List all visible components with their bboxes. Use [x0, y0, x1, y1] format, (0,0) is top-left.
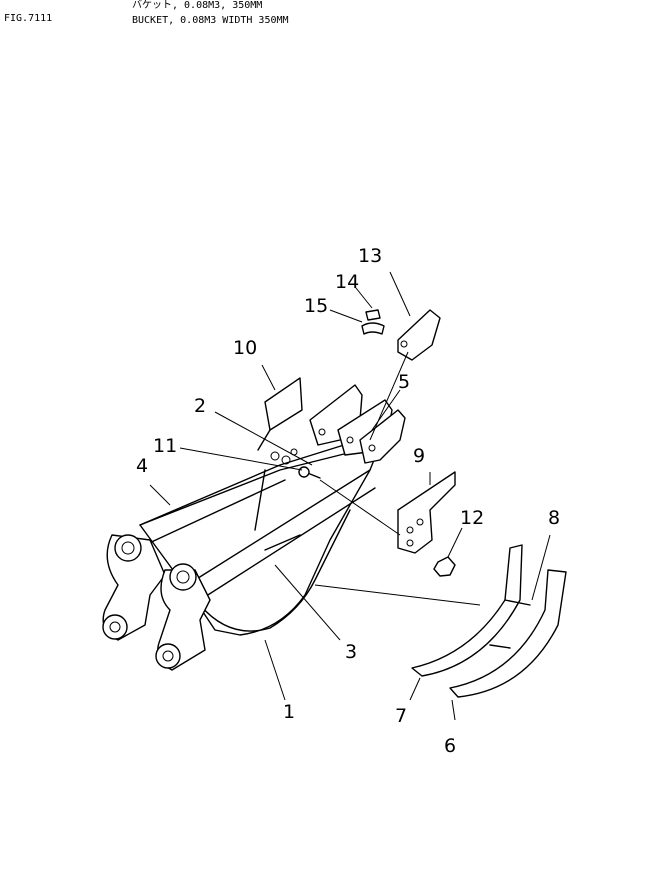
callout-4: 4	[136, 455, 148, 477]
callout-10: 10	[233, 337, 257, 359]
bolt	[270, 448, 321, 479]
wear-plates	[411, 544, 567, 698]
side-cutter	[397, 471, 456, 554]
callout-5: 5	[398, 371, 410, 393]
callout-11: 11	[153, 435, 177, 457]
callout-14: 14	[335, 271, 359, 293]
leader-lines	[149, 271, 551, 721]
pin	[365, 309, 381, 321]
nut	[433, 556, 456, 577]
callout-12: 12	[460, 507, 484, 529]
side-cutter-plate	[264, 377, 303, 431]
title-japanese: バケット, 0.08M3, 350MM	[132, 0, 263, 11]
bucket-teeth	[309, 384, 406, 464]
exploded-tooth	[361, 309, 441, 361]
title-english: BUCKET, 0.08M3 WIDTH 350MM	[132, 15, 289, 26]
callout-7: 7	[395, 705, 407, 727]
callout-numbers: 1 2 3 4 5 6 7 8 9 10 11 12 13 14 15	[136, 245, 560, 757]
callout-9: 9	[413, 445, 425, 467]
callout-13: 13	[358, 245, 382, 267]
lock	[361, 322, 385, 335]
callout-3: 3	[345, 641, 357, 663]
callout-6: 6	[444, 735, 456, 757]
callout-2: 2	[194, 395, 206, 417]
callout-15: 15	[304, 295, 328, 317]
bucket-body	[102, 439, 381, 671]
callout-1: 1	[283, 701, 295, 723]
callout-8: 8	[548, 507, 560, 529]
figure-label: FIG.7111	[4, 13, 53, 24]
